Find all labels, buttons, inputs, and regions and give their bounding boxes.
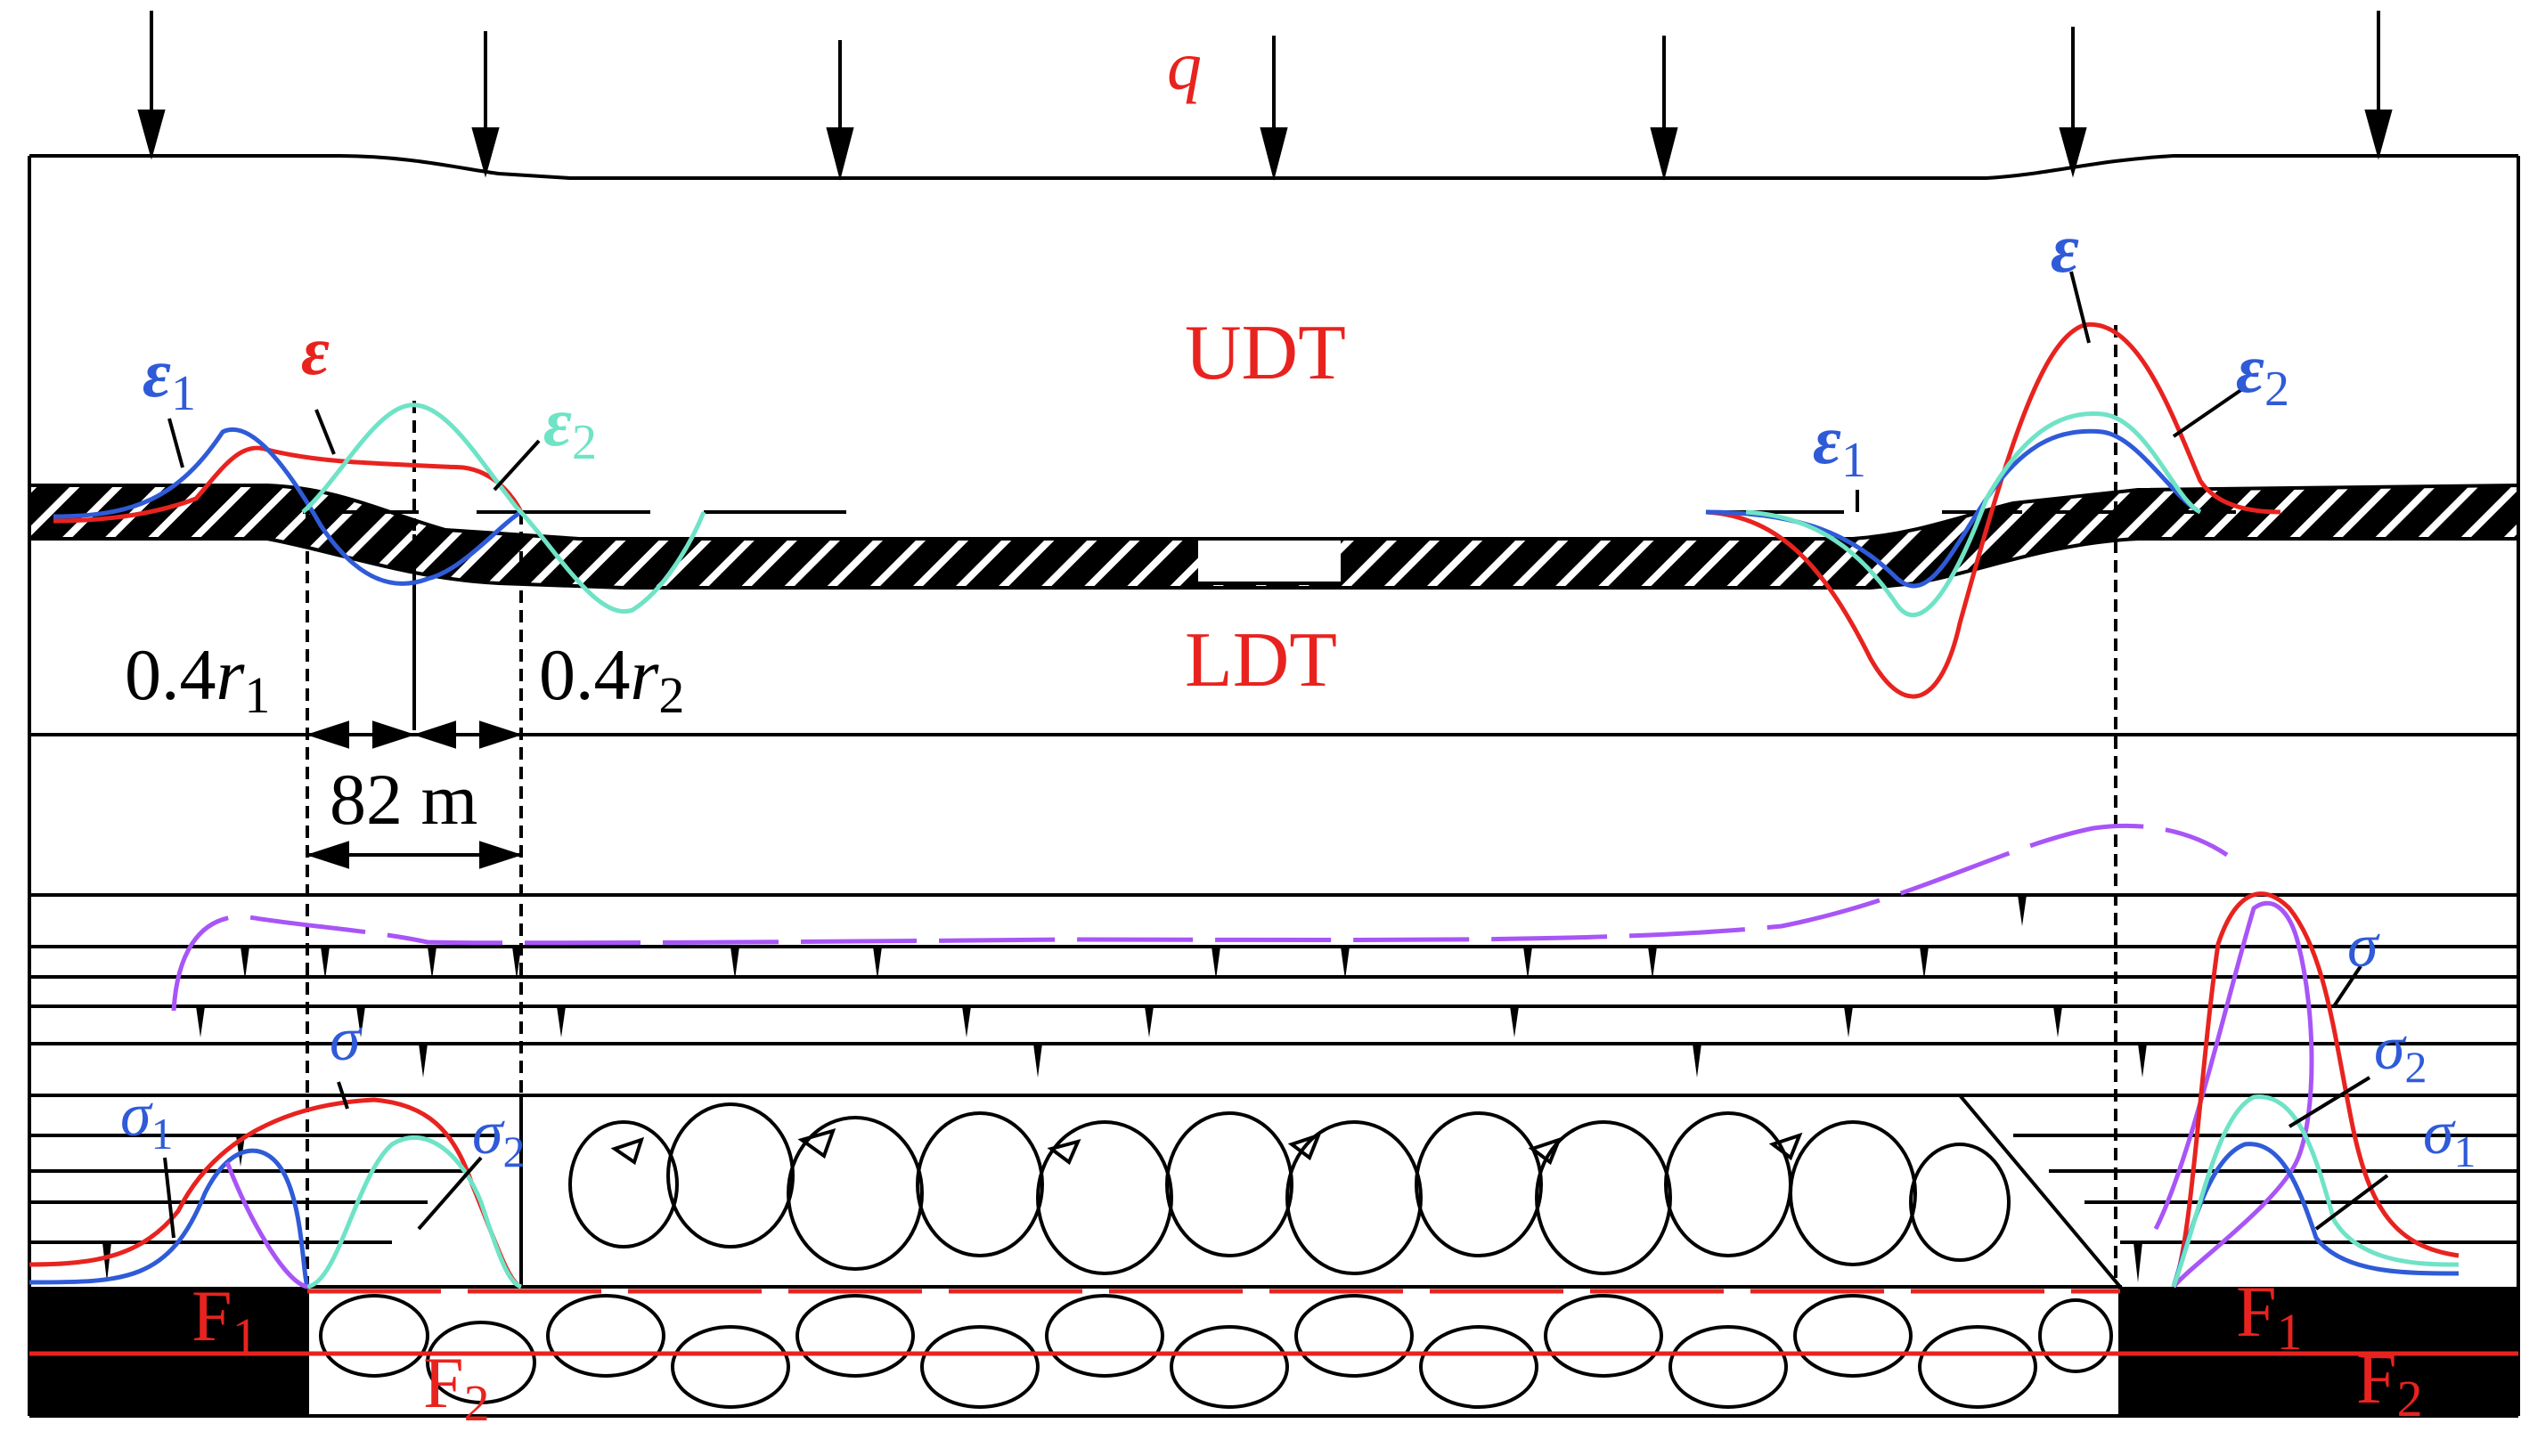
left-strain-curves	[53, 403, 706, 614]
upper-layer-label: UDT	[1185, 310, 1346, 396]
right-stress-1-label: σ1	[2423, 1099, 2476, 1176]
vertical-dashed-lines	[306, 325, 2117, 1287]
left-stress-2-curve	[306, 1135, 523, 1289]
right-stress-curves	[2171, 891, 2460, 1289]
stratum-gap	[1198, 534, 1341, 583]
right-stress-2-label: σ2	[2374, 1014, 2427, 1092]
left-stress-curves	[29, 1097, 523, 1289]
diagram-labels: q UDT LDT ε ε1 ε2 ε ε1 ε2 0.4r1 0.4r2 82…	[120, 27, 2476, 1432]
key-stratum-band	[28, 483, 2520, 590]
right-abutment-stress-curve	[2153, 900, 2314, 1289]
right-range-label: 0.4r2	[539, 634, 684, 724]
left-strain-total-label: ε	[301, 312, 330, 389]
left-stress-1-curve	[29, 1148, 310, 1288]
leader-lines	[163, 271, 2389, 1239]
lower-rubble	[319, 1294, 2113, 1409]
goaf-rubble	[568, 1102, 2011, 1275]
right-stress-2-curve	[2171, 1094, 2460, 1288]
right-strain-total-curve	[1705, 322, 2281, 699]
right-strain-2-label: ε2	[2236, 329, 2289, 417]
right-stress-total-curve	[2171, 891, 2460, 1289]
left-fault-2-label: F2	[423, 1342, 490, 1432]
left-strain-1-label: ε1	[143, 334, 196, 421]
right-strain-1-curve	[1705, 428, 2202, 589]
right-fault-1-label: F1	[2236, 1271, 2303, 1361]
right-strain-1-label: ε1	[1813, 401, 1866, 488]
left-stress-2-label: σ2	[472, 1099, 526, 1176]
right-strain-2-curve	[1745, 411, 2202, 618]
left-fault-1-label: F1	[192, 1275, 258, 1365]
right-strain-total-label: ε	[2051, 209, 2079, 287]
right-stress-total-label: σ	[2347, 912, 2380, 980]
fault-lines	[29, 1289, 2518, 1356]
left-range-label: 0.4r1	[125, 634, 270, 724]
left-strain-2-label: ε2	[543, 383, 597, 470]
left-strain-2-curve	[301, 403, 706, 614]
distance-label: 82 m	[330, 759, 477, 840]
left-stress-total-label: σ	[330, 1005, 363, 1074]
load-arrows	[137, 11, 2393, 181]
left-stress-1-label: σ1	[120, 1081, 174, 1159]
right-fault-2-label: F2	[2356, 1338, 2423, 1428]
right-strain-curves	[1705, 322, 2281, 699]
distance-dimension	[306, 720, 523, 869]
abutment-stress-curve	[171, 823, 2229, 1012]
lower-layer-label: LDT	[1185, 617, 1337, 704]
left-stress-purple-curve	[224, 1161, 308, 1289]
load-label: q	[1167, 27, 1202, 104]
